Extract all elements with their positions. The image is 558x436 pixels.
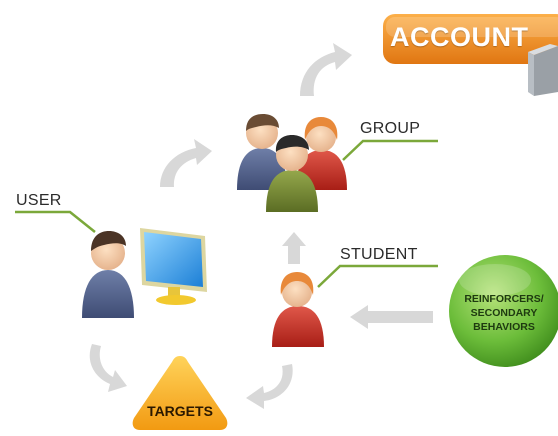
flow-arrows [89,43,433,409]
person-icon [272,272,324,347]
person-icon [266,135,318,212]
reinforcers-line-1: REINFORCERS/ [464,293,544,305]
reinforcers-node [449,255,558,367]
user-connector [15,210,96,233]
arrow-student-to-group [282,232,306,264]
computer-monitor-icon [140,228,207,305]
reinforcers-line-3: BEHAVIORS [473,321,535,333]
account-pill [383,14,558,64]
user-label: USER [16,192,62,209]
account-node [383,14,558,96]
reinforcers-line-2: SECONDARY [470,307,538,319]
group-figure [237,114,347,212]
server-icon [528,44,558,96]
student-connector [317,264,438,288]
group-label: GROUP [360,120,421,137]
arrow-to-group [160,139,212,187]
targets-label: TARGETS [147,403,213,419]
student-label: STUDENT [340,246,418,263]
targets-triangle [132,356,228,430]
label-connectors [15,139,438,288]
arrow-to-account [300,43,352,96]
account-label: ACCOUNT [390,22,529,52]
targets-node [132,356,228,430]
arrow-student-to-targets [246,364,293,409]
user-figure [82,228,207,318]
reinforcers-circle [449,255,558,367]
arrow-user-to-targets [89,344,127,392]
group-connector [342,139,438,161]
student-figure [272,272,324,347]
arrow-reinforcers-to-student [350,305,433,329]
person-icon [82,231,134,318]
reinforcers-label: REINFORCERS/ SECONDARY BEHAVIORS [452,292,556,334]
